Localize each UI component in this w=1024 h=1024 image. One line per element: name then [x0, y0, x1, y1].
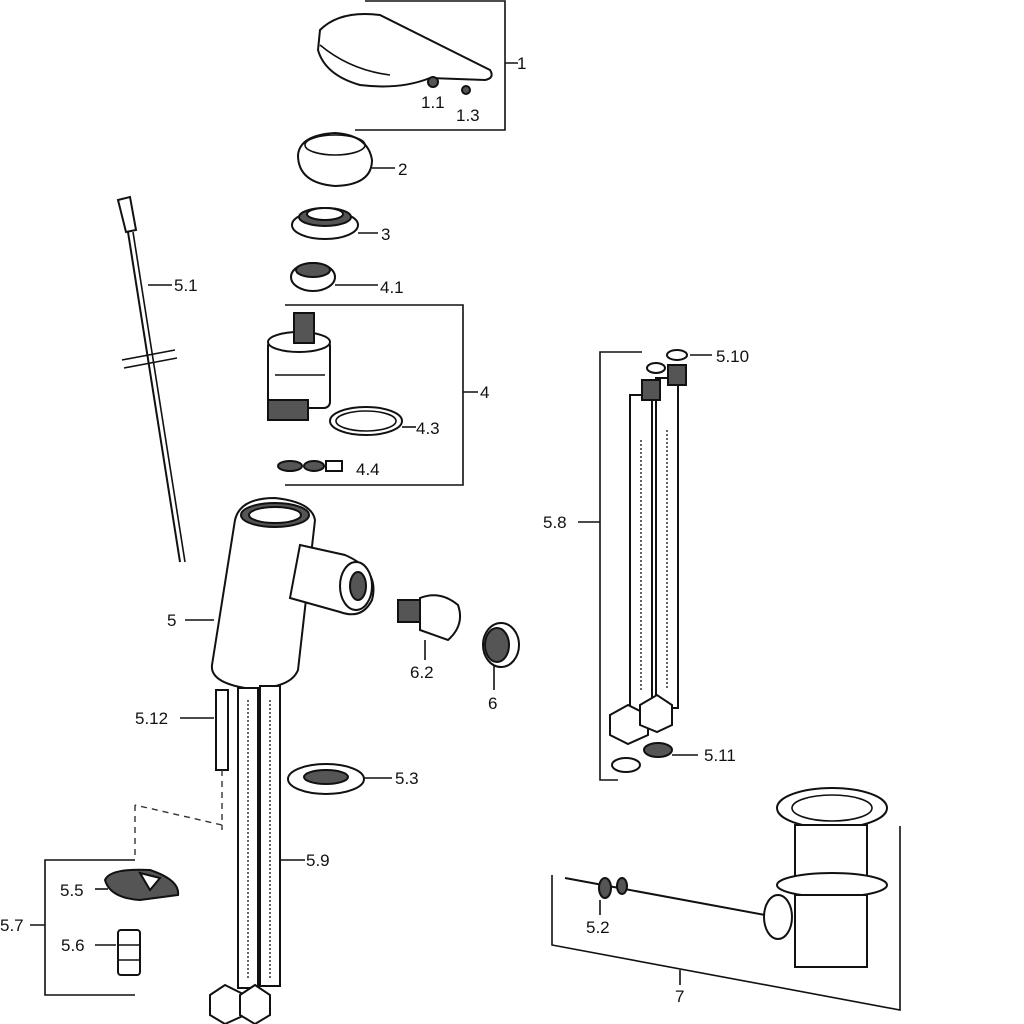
- label-4-4: 4.4: [356, 460, 380, 479]
- label-5-1: 5.1: [174, 276, 198, 295]
- seals: [277, 460, 343, 472]
- clamp-plate: [103, 868, 180, 902]
- label-5-3: 5.3: [395, 769, 419, 788]
- cover-cap: [296, 131, 374, 188]
- label-5: 5: [167, 611, 176, 630]
- label-5-7: 5.7: [0, 916, 24, 935]
- label-6-2: 6.2: [410, 663, 434, 682]
- lift-rod: [116, 195, 186, 563]
- lever-handle: [316, 13, 493, 95]
- mounting-nut: [117, 929, 141, 976]
- label-4-1: 4.1: [380, 278, 404, 297]
- aerator: [482, 622, 520, 668]
- label-3: 3: [381, 225, 390, 244]
- o-ring: [329, 406, 403, 436]
- long-hoses: [609, 349, 688, 746]
- label-5-9: 5.9: [306, 851, 330, 870]
- cartridge: [267, 312, 331, 421]
- base-washer: [287, 763, 365, 795]
- label-5-8: 5.8: [543, 513, 567, 532]
- label-1-3: 1.3: [456, 106, 480, 125]
- supply-hoses: [209, 685, 281, 1024]
- label-7: 7: [675, 987, 684, 1006]
- label-5-6: 5.6: [61, 936, 85, 955]
- cartridge-ring: [290, 262, 336, 292]
- label-4: 4: [480, 383, 489, 402]
- label-1: 1: [517, 54, 526, 73]
- pop-up-drain: [564, 787, 888, 968]
- gaskets: [611, 742, 673, 773]
- aerator-housing: [397, 594, 461, 642]
- label-5-5: 5.5: [60, 881, 84, 900]
- threaded-stud: [215, 689, 229, 771]
- label-5-11: 5.11: [704, 746, 736, 765]
- label-6: 6: [488, 694, 497, 713]
- label-5-2: 5.2: [586, 918, 610, 937]
- label-4-3: 4.3: [416, 419, 440, 438]
- faucet-body: [210, 496, 375, 690]
- retaining-nut: [291, 207, 359, 240]
- label-1-1: 1.1: [421, 93, 445, 112]
- label-5-12: 5.12: [135, 709, 168, 728]
- label-5-10: 5.10: [716, 347, 749, 366]
- label-2: 2: [398, 160, 407, 179]
